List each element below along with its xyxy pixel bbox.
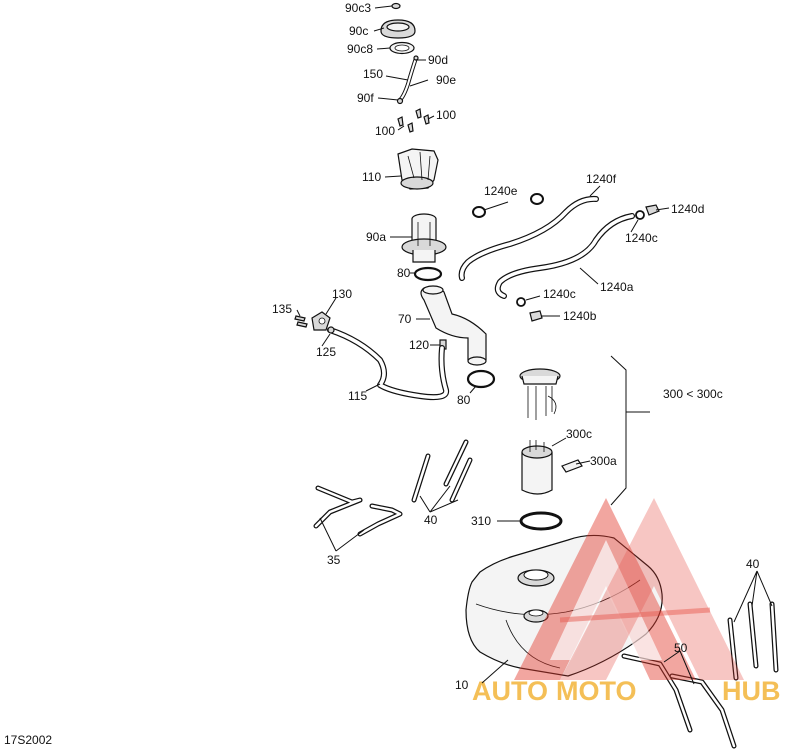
group-bracket-300 (610, 355, 650, 506)
label-1240f: 1240f (586, 172, 617, 186)
label-90e: 90e (436, 73, 456, 87)
label-90c8: 90c8 (347, 42, 373, 56)
label-100-left: 100 (375, 124, 395, 138)
screws-100 (397, 108, 430, 133)
label-135: 135 (272, 302, 292, 316)
pump-body-300c (521, 440, 553, 495)
label-90f: 90f (357, 91, 374, 105)
watermark-text-auto: AUTO (472, 676, 548, 706)
label-80-upper: 80 (397, 266, 411, 280)
watermark-text-moto: MOTO (556, 676, 637, 706)
label-300c: 300c (566, 427, 592, 441)
label-1240d: 1240d (671, 202, 704, 216)
label-120: 120 (409, 338, 429, 352)
filler-tube-90a (401, 213, 447, 263)
leader-lines (296, 5, 773, 685)
label-100-right: 100 (436, 108, 456, 122)
label-115: 115 (348, 389, 367, 403)
label-40-upper: 40 (424, 513, 438, 527)
diagram-code: 17S2002 (4, 733, 52, 747)
label-80-lower: 80 (457, 393, 471, 407)
vent-hose-115 (327, 327, 450, 401)
lock-ring-310 (519, 511, 563, 531)
label-300a: 300a (590, 454, 617, 468)
label-35: 35 (327, 553, 341, 567)
clamp-80-lower (466, 369, 496, 389)
label-90c3: 90c3 (345, 1, 371, 15)
valve-130 (311, 311, 331, 331)
label-310: 310 (471, 514, 491, 528)
fitting-1240b (516, 297, 543, 322)
label-90c: 90c (349, 24, 368, 38)
label-1240c-lower: 1240c (543, 287, 576, 301)
label-70: 70 (398, 312, 412, 326)
label-1240a: 1240a (600, 280, 634, 294)
label-130: 130 (332, 287, 352, 301)
label-1240c-upper: 1240c (625, 231, 658, 245)
label-125: 125 (316, 345, 336, 359)
cap-90c (380, 19, 416, 39)
label-1240b: 1240b (563, 309, 597, 323)
label-50: 50 (674, 641, 688, 655)
clamp-125 (327, 326, 335, 334)
screws-135 (294, 315, 308, 328)
straps-40-upper (411, 439, 473, 503)
straps-40-lower (727, 601, 779, 681)
watermark-text-hub: HUB (722, 676, 781, 706)
label-90a: 90a (366, 230, 386, 244)
filler-neck-110 (397, 148, 439, 190)
gasket-90c8 (389, 41, 415, 55)
label-10: 10 (455, 678, 469, 692)
label-110: 110 (362, 170, 381, 184)
label-300-range: 300 < 300c (663, 387, 723, 401)
sender-300a (561, 459, 583, 473)
label-40-lower: 40 (746, 557, 760, 571)
tether-150 (396, 55, 419, 105)
clamp-1240e (472, 193, 544, 218)
filler-hose-70 (420, 285, 487, 366)
cap-90c3 (391, 2, 401, 10)
label-1240e: 1240e (484, 184, 518, 198)
watermark-logo: AUTO MOTO HUB (472, 498, 781, 706)
label-90d: 90d (428, 53, 448, 67)
clamp-80-upper (413, 266, 443, 282)
fuel-pump-300 (519, 368, 561, 420)
fitting-1240d (635, 204, 660, 220)
hose-1240a (494, 213, 635, 299)
straps-35 (313, 485, 403, 537)
hose-1240f (458, 195, 599, 281)
label-150: 150 (363, 67, 383, 81)
